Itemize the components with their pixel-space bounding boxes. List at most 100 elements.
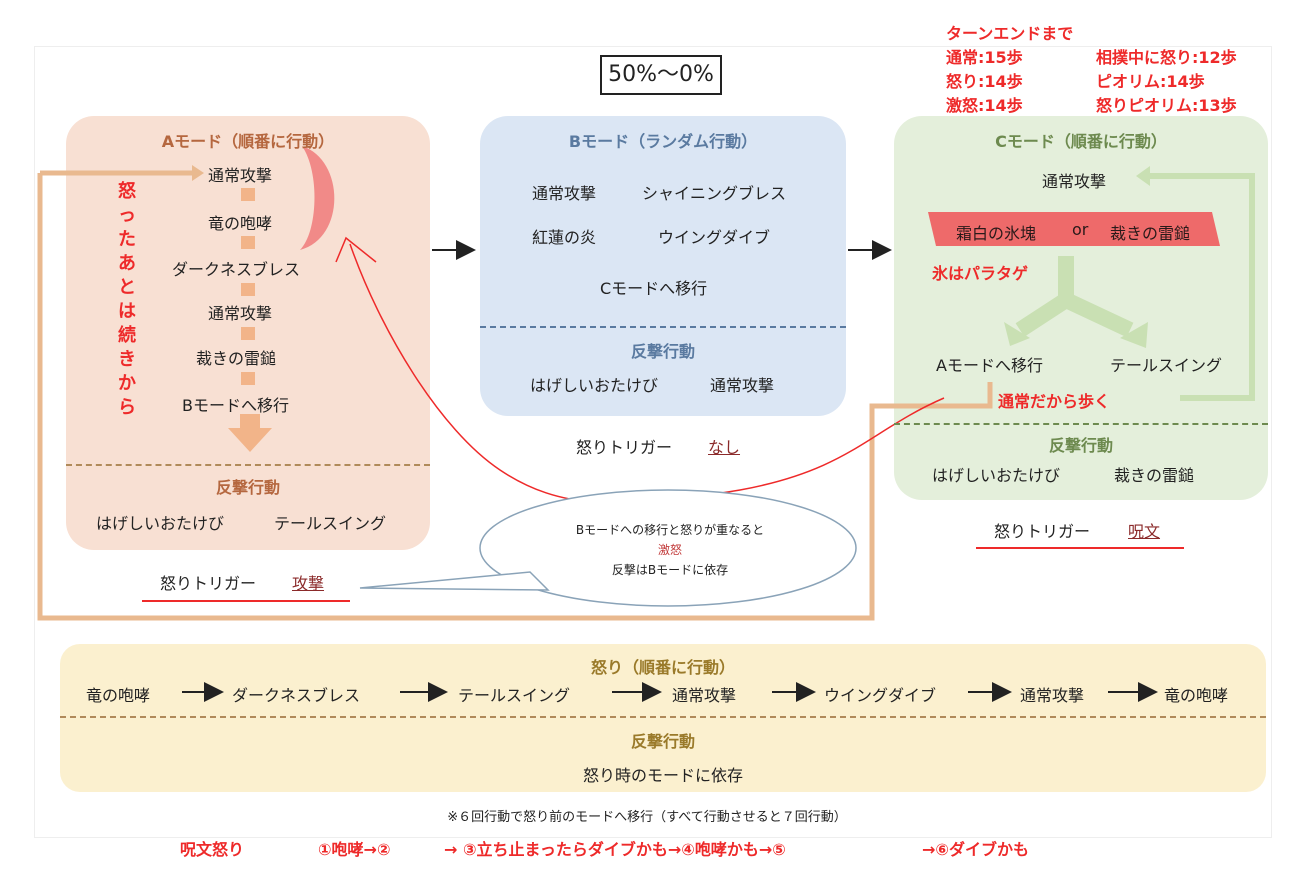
mode-a-trigger-value: 攻撃 — [292, 574, 325, 593]
mode-a-step-5: 裁きの雷鎚 — [196, 349, 277, 368]
mode-a-counter-title: 反撃行動 — [215, 478, 280, 497]
rage-counter-text: 怒り時のモードに依存 — [582, 766, 743, 785]
loop-entry-arrowhead — [192, 165, 204, 181]
mode-c-choice-or: or — [1072, 220, 1089, 239]
side-note-char: 怒 — [118, 181, 136, 202]
mode-c-trigger-value: 呪文 — [1128, 522, 1161, 541]
mode-b-box — [480, 116, 846, 416]
mode-c-branch-1: Aモードへ移行 — [936, 356, 1043, 375]
mode-a-title: Aモード（順番に行動） — [161, 132, 335, 151]
rage-counter-title: 反撃行動 — [630, 732, 695, 751]
mode-b-trigger-label: 怒りトリガー — [576, 438, 673, 457]
loop-connector — [37, 173, 993, 621]
turn-end-rage-pioriimu: 怒りピオリム:13歩 — [1096, 96, 1237, 115]
side-note-char: ら — [118, 397, 136, 418]
mode-c-fork — [1015, 256, 1134, 338]
side-note-char: は — [118, 301, 136, 322]
bubble-line-3: 反撃はBモードに依存 — [611, 563, 729, 577]
mode-c-counter-title: 反撃行動 — [1048, 436, 1113, 455]
mode-c-counter-1: はげしいおたけび — [932, 466, 1061, 485]
turn-end-title: ターンエンドまで — [946, 24, 1074, 43]
rage-divider — [60, 716, 1266, 718]
step-connector — [241, 327, 255, 340]
rage-step-6: 通常攻撃 — [1020, 686, 1085, 705]
mode-a-down-arrow — [228, 414, 272, 452]
red-return-arrowhead — [335, 236, 377, 263]
spell-rage-step-3: →⑥ダイブかも — [922, 840, 1029, 859]
mode-a-side-note: 怒 っ た あ と は 続 き か ら — [116, 180, 138, 420]
mode-a-step-6: Bモードへ移行 — [182, 396, 289, 415]
spell-rage-label: 呪文怒り — [180, 840, 245, 859]
mode-c-trigger-underline — [976, 547, 1184, 549]
mode-a-step-4: 通常攻撃 — [208, 304, 273, 323]
mode-a-step-1: 通常攻撃 — [208, 166, 273, 185]
bubble-text: Bモードへの移行と怒りが重なると 激怒 反撃はBモードに依存 — [520, 520, 820, 580]
bubble-shape — [479, 489, 857, 607]
mode-b-action-3: 紅蓮の炎 — [532, 228, 597, 247]
mode-c-divider — [894, 423, 1268, 425]
mode-b-action-5: Cモードへ移行 — [600, 279, 708, 298]
mode-a-step-2: 竜の咆哮 — [208, 214, 273, 233]
bubble-line-1: Bモードへの移行と怒りが重なると — [575, 523, 765, 537]
bubble-line-2: 激怒 — [657, 543, 682, 557]
rage-step-7: 竜の咆哮 — [1164, 686, 1229, 705]
turn-end-fury: 激怒:14歩 — [946, 96, 1023, 115]
red-choice-stripe — [928, 212, 1220, 246]
mode-a-trigger-label: 怒りトリガー — [160, 574, 257, 593]
mode-c-branch-2: テールスイング — [1110, 356, 1223, 375]
rage-step-5: ウイングダイブ — [824, 686, 937, 705]
side-note-char: っ — [118, 205, 136, 226]
mode-c-choice-2: 裁きの雷鎚 — [1110, 224, 1191, 243]
hp-range-label: 50%〜0% — [600, 55, 722, 95]
step-connector — [241, 283, 255, 296]
step-connector — [241, 236, 255, 249]
mode-c-fork-right-head — [1120, 322, 1148, 348]
side-note-char: か — [118, 373, 136, 394]
turn-end-pioriimu: ピオリム:14歩 — [1096, 72, 1205, 91]
mode-b-action-2: シャイニングブレス — [642, 184, 787, 203]
mode-b-action-1: 通常攻撃 — [532, 184, 597, 203]
mode-c-trigger-label: 怒りトリガー — [994, 522, 1091, 541]
mode-b-counter-title: 反撃行動 — [630, 342, 695, 361]
mode-b-counter-2: 通常攻撃 — [710, 376, 775, 395]
spell-rage-step-2: → ③立ち止まったらダイブかも→④咆哮かも→⑤ — [444, 840, 786, 859]
turn-end-sumo: 相撲中に怒り:12歩 — [1096, 48, 1237, 67]
mode-b-title: Bモード（ランダム行動） — [568, 132, 758, 151]
footnote: ※６回行動で怒り前のモードへ移行（すべて行動させると７回行動） — [447, 810, 847, 825]
turn-end-normal: 通常:15歩 — [946, 48, 1023, 67]
spell-rage-step-1: ①咆哮→② — [318, 840, 391, 859]
mode-c-ice-note: 氷はパラタゲ — [932, 264, 1029, 283]
diagram-frame — [34, 46, 1272, 838]
mode-a-counter-1: はげしいおたけび — [96, 514, 225, 533]
mode-b-divider — [480, 326, 846, 328]
bubble-tail — [359, 571, 550, 591]
mode-a-counter-2: テールスイング — [274, 514, 387, 533]
turn-end-rage: 怒り:14歩 — [946, 72, 1023, 91]
rage-step-2: ダークネスブレス — [232, 686, 361, 705]
mode-a-trigger-underline — [142, 600, 350, 602]
side-note-char: 続 — [118, 325, 136, 346]
side-note-char: た — [118, 229, 136, 250]
rage-box — [60, 644, 1266, 792]
rage-title: 怒り（順番に行動） — [590, 658, 735, 677]
mode-a-divider — [66, 464, 430, 466]
mode-c-fork-left-head — [1004, 322, 1030, 346]
rage-step-1: 竜の咆哮 — [86, 686, 151, 705]
mode-b-counter-1: はげしいおたけび — [530, 376, 659, 395]
rage-step-3: テールスイング — [458, 686, 571, 705]
mode-c-counter-2: 裁きの雷鎚 — [1114, 466, 1195, 485]
side-note-char: き — [118, 349, 136, 370]
mode-c-title: Cモード（順番に行動） — [995, 132, 1167, 151]
red-crescent — [300, 146, 335, 250]
mode-c-walk-note: 通常だから歩く — [998, 392, 1111, 411]
mode-c-choice-1: 霜白の氷塊 — [956, 224, 1037, 243]
mode-b-trigger-value: なし — [708, 438, 741, 457]
side-note-char: と — [118, 277, 136, 298]
mode-a-step-3: ダークネスブレス — [172, 260, 301, 279]
mode-c-loop-head — [1136, 166, 1150, 186]
step-connector — [241, 372, 255, 385]
mode-c-first-action: 通常攻撃 — [1042, 172, 1107, 191]
side-note-char: あ — [118, 253, 136, 274]
rage-step-4: 通常攻撃 — [672, 686, 737, 705]
